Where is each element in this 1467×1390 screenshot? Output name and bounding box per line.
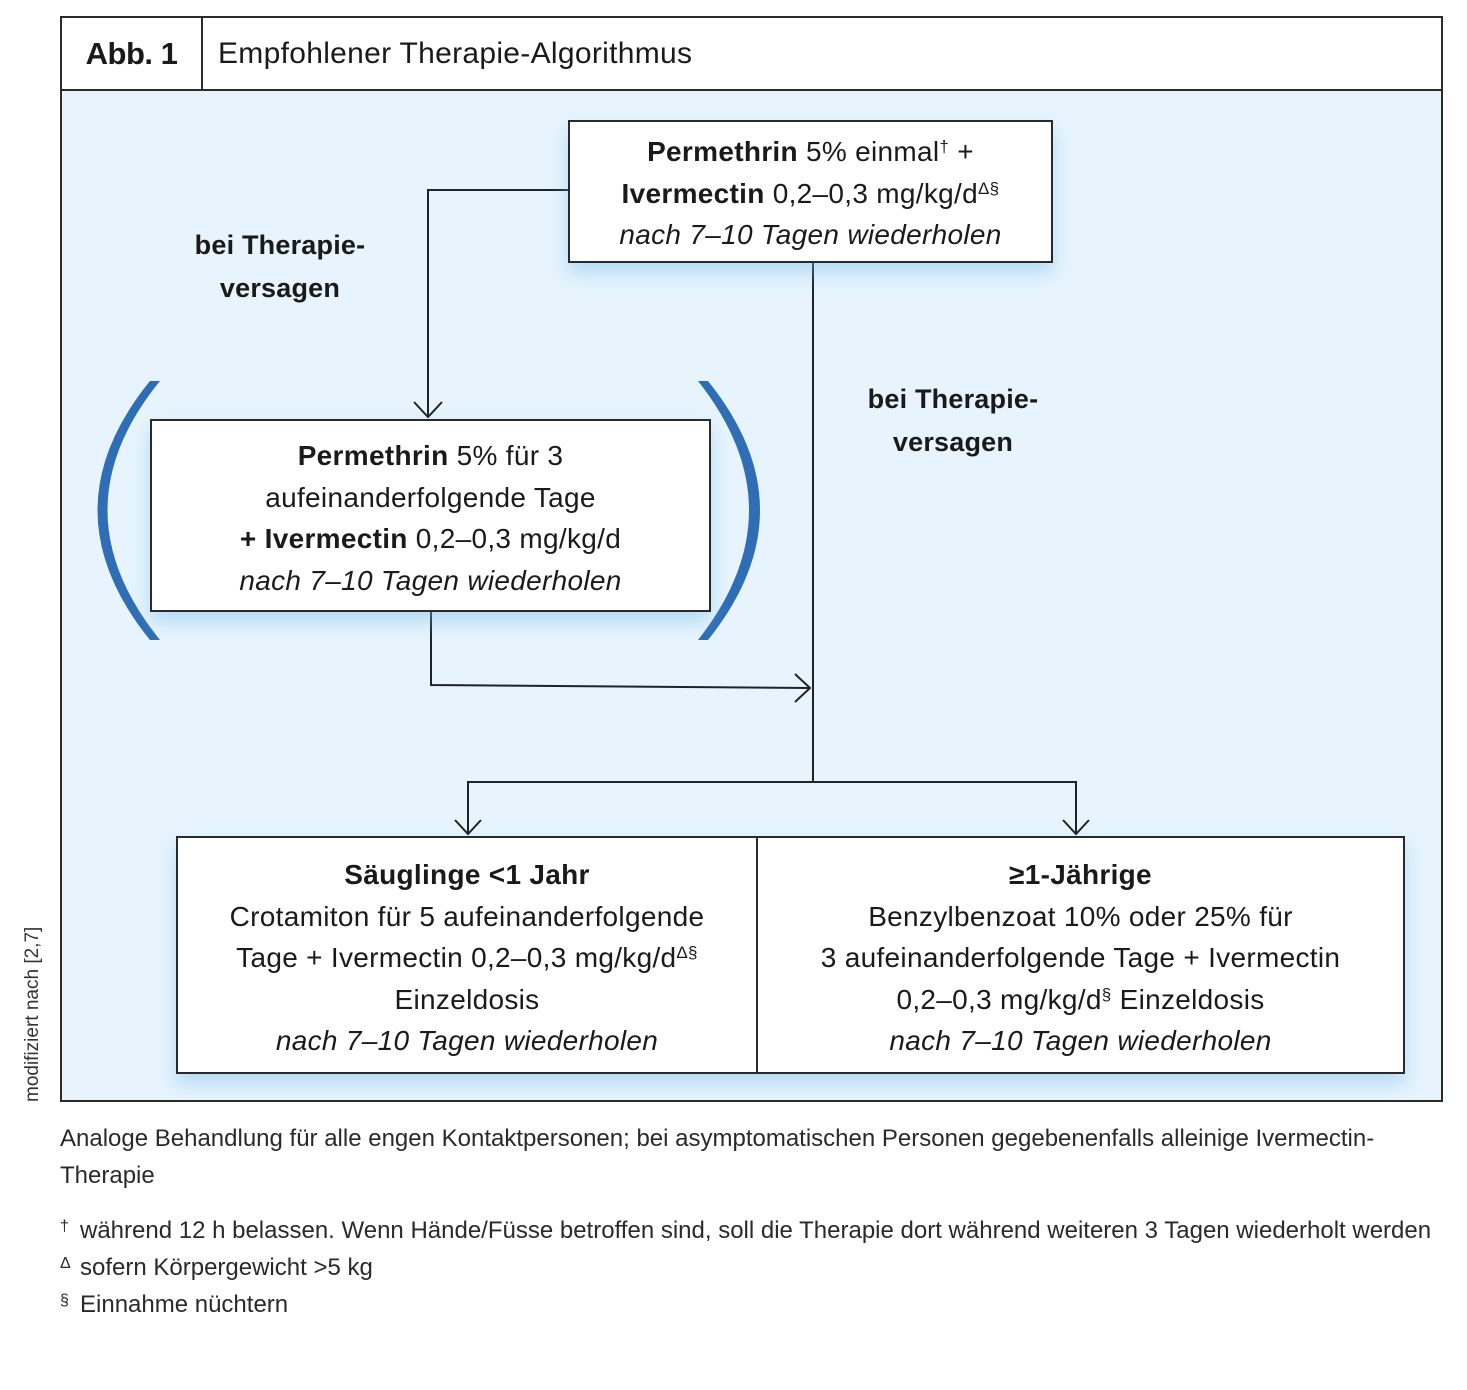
label-line: bei Therapie- — [867, 384, 1039, 414]
dose-text: Tage + Ivermectin 0,2–0,3 mg/kg/d — [236, 942, 677, 973]
footnote-mark: Δ§ — [676, 943, 698, 962]
drug-name: Ivermectin — [621, 177, 765, 209]
footnote-item: § Einnahme nüchtern — [60, 1286, 1450, 1323]
footnote-mark: † — [60, 1218, 69, 1235]
repeat-note: nach 7–10 Tagen wiederholen — [619, 219, 1002, 250]
footnote-item: Δ sofern Körpergewicht >5 kg — [60, 1249, 1450, 1286]
source-note: modifiziert nach [2,7] — [22, 926, 43, 1102]
dose-text: 0,2–0,3 mg/kg/d — [896, 983, 1102, 1015]
drug-name: Permethrin — [297, 440, 449, 471]
footnote-mark: Δ — [60, 1255, 71, 1272]
dose-text: Einzeldosis — [1111, 983, 1265, 1015]
column-heading: ≥1-Jährige — [1009, 859, 1152, 890]
footnote-mark: § — [60, 1292, 69, 1309]
figure-label: Abb. 1 — [62, 18, 203, 89]
column-infants: Säuglinge <1 Jahr Crotamiton für 5 aufei… — [178, 838, 758, 1072]
figure-caption: Analoge Behandlung für alle engen Kontak… — [60, 1125, 1375, 1189]
dose-text: Einzeldosis — [394, 983, 540, 1015]
repeat-note: nach 7–10 Tagen wiederholen — [275, 1025, 659, 1056]
footnote-mark: § — [1101, 984, 1112, 1004]
label-therapy-failure-left: bei Therapie- versagen — [170, 224, 390, 310]
box-first-line-therapy: Permethrin 5% einmal† + Ivermectin 0,2–0… — [568, 120, 1053, 263]
label-line: versagen — [219, 273, 341, 303]
drug-name: Permethrin — [647, 136, 798, 167]
column-heading: Säuglinge <1 Jahr — [344, 859, 590, 890]
footnote-text: sofern Körpergewicht >5 kg — [80, 1254, 373, 1281]
dose-text: 5% für 3 — [448, 440, 564, 471]
figure-title: Empfohlener Therapie-Algorithmus — [218, 37, 693, 70]
dose-text: 0,2–0,3 mg/kg/d — [407, 523, 622, 554]
column-over-one-year: ≥1-Jährige Benzylbenzoat 10% oder 25% fü… — [758, 838, 1403, 1072]
plus-sign: + — [949, 136, 974, 167]
footnote-text: während 12 h belassen. Wenn Hände/Füsse … — [80, 1217, 1432, 1244]
dose-text: 0,2–0,3 mg/kg/d — [764, 177, 979, 209]
dose-text: 5% einmal — [797, 136, 940, 167]
repeat-note: nach 7–10 Tagen wiederholen — [239, 564, 622, 596]
footnote-mark: † — [939, 137, 950, 156]
dose-text: Crotamiton für 5 aufeinanderfolgende — [229, 900, 705, 932]
label-line: bei Therapie- — [194, 230, 366, 260]
dose-text: aufeinanderfolgende Tage — [265, 481, 596, 513]
dose-text: Benzylbenzoat 10% oder 25% für — [868, 900, 1293, 932]
repeat-note: nach 7–10 Tagen wiederholen — [889, 1025, 1272, 1056]
figure-header: Abb. 1 Empfohlener Therapie-Algorithmus — [62, 18, 1441, 91]
footnotes: † während 12 h belassen. Wenn Hände/Füss… — [60, 1212, 1450, 1323]
label-therapy-failure-right: bei Therapie- versagen — [843, 378, 1063, 464]
footnote-mark: Δ§ — [978, 178, 1000, 198]
dose-text: 3 aufeinanderfolgende Tage + Ivermectin — [820, 942, 1341, 973]
box-alternative-therapy: Säuglinge <1 Jahr Crotamiton für 5 aufei… — [176, 836, 1405, 1074]
label-line: versagen — [892, 427, 1014, 457]
footnote-item: † während 12 h belassen. Wenn Hände/Füss… — [60, 1212, 1450, 1249]
footnote-text: Einnahme nüchtern — [80, 1291, 289, 1318]
box-second-line-therapy: Permethrin 5% für 3 aufeinanderfolgende … — [150, 419, 711, 612]
drug-name: + Ivermectin — [239, 523, 408, 554]
